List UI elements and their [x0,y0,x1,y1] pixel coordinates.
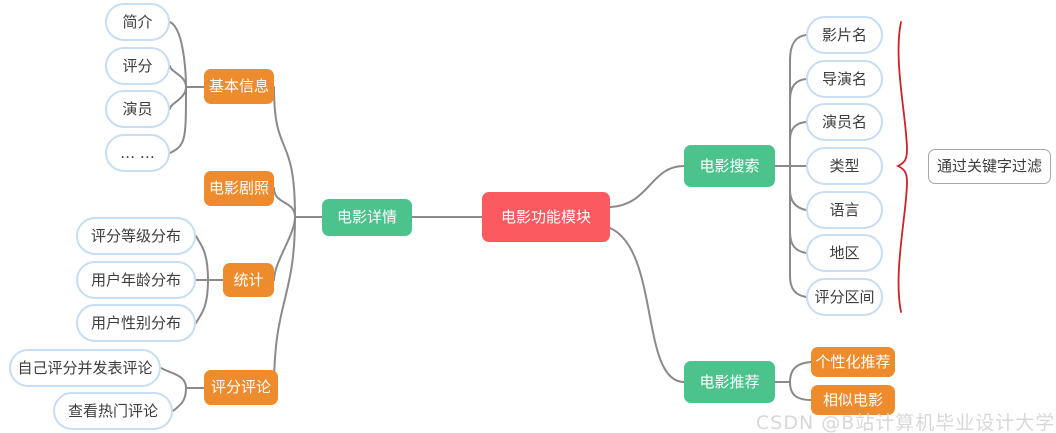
edge-detail-to-stats [273,216,296,281]
node-language[interactable]: 语言 [806,191,883,229]
node-actorname[interactable]: 演员名 [806,103,883,141]
node-detail[interactable]: 电影详情 [322,199,412,236]
csdn-watermark: CSDN @B站计算机毕业设计大学 [756,412,1056,433]
node-comments[interactable]: 评分评论 [204,370,278,405]
edge-basic-to-intro [169,21,205,88]
node-similarmovie[interactable]: 相似电影 [811,385,895,415]
node-root[interactable]: 电影功能模块 [482,192,610,242]
node-ratingdist[interactable]: 评分等级分布 [76,217,196,255]
red-curly-brace [895,21,908,313]
node-recommend[interactable]: 电影推荐 [684,361,775,403]
edge-basic-to-etc [169,86,187,154]
edge-recommend-to-personalrec [774,361,812,383]
edge-root-to-search [609,165,685,208]
node-stats[interactable]: 统计 [223,263,274,297]
node-basic[interactable]: 基本信息 [204,69,274,104]
edge-root-to-recommend [609,227,685,383]
edge-search-to-region [789,165,807,254]
node-stills[interactable]: 电影剧照 [204,171,274,206]
edge-detail-to-basic [273,86,323,218]
edge-search-to-language [789,189,807,211]
node-selfreview[interactable]: 自己评分并发表评论 [9,349,161,387]
node-personalrec[interactable]: 个性化推荐 [811,347,895,377]
node-hotreview[interactable]: 查看热门评论 [53,392,173,430]
node-rating[interactable]: 评分 [105,47,170,85]
node-filmname[interactable]: 影片名 [806,16,883,54]
node-genre[interactable]: 类型 [806,147,883,185]
edge-basic-to-rating [169,65,187,88]
node-scorerange[interactable]: 评分区间 [806,278,883,316]
edge-recommend-to-similarmovie [789,381,812,401]
edge-stats-to-genderdist [195,279,209,324]
node-directorname[interactable]: 导演名 [806,60,883,98]
node-agedist[interactable]: 用户年龄分布 [76,261,196,299]
edge-detail-to-stills [273,187,296,218]
edge-comments-to-selfreview [160,367,205,389]
node-region[interactable]: 地区 [806,234,883,272]
edge-search-to-directorname [789,78,807,101]
node-etc[interactable]: … … [105,134,170,172]
node-search[interactable]: 电影搜索 [684,145,775,187]
edge-basic-to-actor [169,86,187,110]
node-keywordfilter[interactable]: 通过关键字过滤 [928,149,1051,184]
node-genderdist[interactable]: 用户性别分布 [76,304,196,342]
edge-stats-to-ratingdist [195,235,224,281]
edge-search-to-scorerange [789,165,807,298]
node-intro[interactable]: 简介 [105,3,170,41]
node-actor[interactable]: 演员 [105,90,170,128]
edge-search-to-filmname [789,34,807,167]
edge-comments-to-hotreview [172,387,187,412]
edge-search-to-actorname [789,121,807,141]
edge-detail-to-comments [273,216,296,389]
